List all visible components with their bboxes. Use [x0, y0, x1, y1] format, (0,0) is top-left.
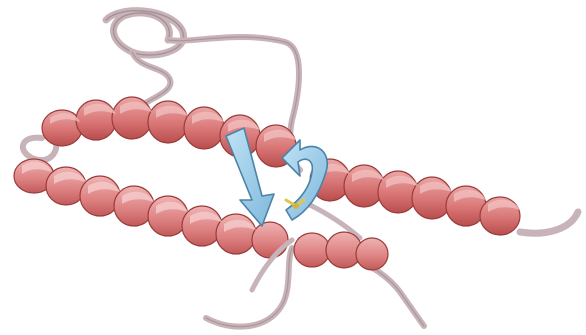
coil-center-cross	[310, 205, 360, 238]
helix-upper	[42, 97, 296, 167]
coil-bottom-left	[206, 248, 292, 327]
top-coil-ring	[106, 11, 184, 55]
helix-lower-right	[294, 232, 388, 270]
coil-loops	[23, 11, 578, 327]
coil-right-tail	[520, 212, 578, 233]
